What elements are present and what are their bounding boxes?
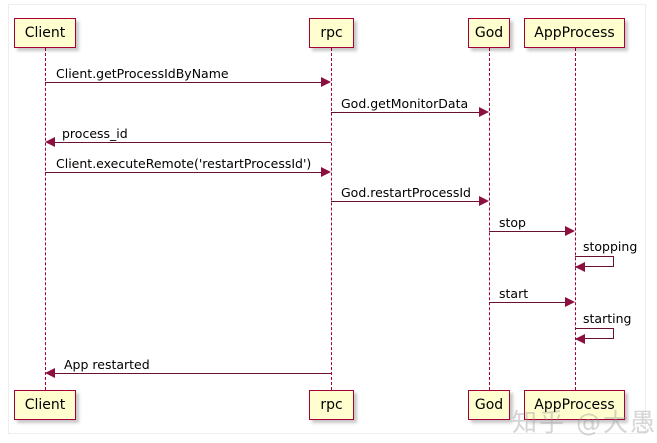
message-arrowhead-8 [565, 297, 575, 307]
self-message-loop-starting [575, 328, 614, 339]
diagram-frame [8, 4, 646, 434]
message-label-10: App restarted [64, 357, 150, 372]
self-message-loop-stopping [575, 256, 614, 267]
message-label-7: stopping [583, 239, 638, 254]
message-label-8: start [499, 286, 529, 301]
message-line-4 [45, 172, 322, 173]
message-label-6: stop [499, 215, 526, 230]
message-label-1: Client.getProcessIdByName [56, 66, 229, 81]
lifeline-rpc [331, 48, 332, 390]
participant-label: Client [24, 25, 66, 41]
self-message-arrowhead-starting [575, 334, 585, 344]
participant-label: rpc [320, 25, 343, 41]
message-line-10 [54, 373, 331, 374]
message-label-5: God.restartProcessId [341, 185, 471, 200]
participant-rpc-bottom[interactable]: rpc [309, 390, 354, 420]
participant-label: rpc [320, 397, 343, 413]
message-label-4: Client.executeRemote('restartProcessId') [56, 156, 312, 171]
message-line-2 [331, 112, 480, 113]
lifeline-client [45, 48, 46, 390]
message-arrowhead-1 [321, 77, 331, 87]
message-line-5 [331, 201, 480, 202]
message-arrowhead-5 [479, 196, 489, 206]
participant-appprocess-bottom[interactable]: AppProcess [524, 390, 625, 420]
message-line-1 [45, 82, 322, 83]
message-arrowhead-10 [45, 368, 55, 378]
participant-god-top[interactable]: God [468, 18, 510, 48]
participant-label: God [474, 25, 504, 41]
message-arrowhead-4 [321, 167, 331, 177]
participant-client-top[interactable]: Client [14, 18, 76, 48]
message-line-6 [489, 231, 566, 232]
lifeline-god [489, 48, 490, 390]
message-line-3 [54, 142, 331, 143]
message-arrowhead-3 [45, 137, 55, 147]
participant-label: AppProcess [534, 25, 615, 41]
self-message-arrowhead-stopping [575, 262, 585, 272]
lifeline-appprocess [575, 48, 576, 390]
participant-appprocess-top[interactable]: AppProcess [524, 18, 625, 48]
message-label-2: God.getMonitorData [341, 96, 469, 111]
participant-god-bottom[interactable]: God [468, 390, 510, 420]
participant-label: God [474, 397, 504, 413]
participant-label: Client [24, 397, 66, 413]
message-label-9: starting [583, 311, 632, 326]
message-line-8 [489, 302, 566, 303]
message-arrowhead-2 [479, 107, 489, 117]
message-label-3: process_id [62, 126, 128, 141]
participant-rpc-top[interactable]: rpc [309, 18, 354, 48]
participant-client-bottom[interactable]: Client [14, 390, 76, 420]
participant-label: AppProcess [534, 397, 615, 413]
message-arrowhead-6 [565, 226, 575, 236]
